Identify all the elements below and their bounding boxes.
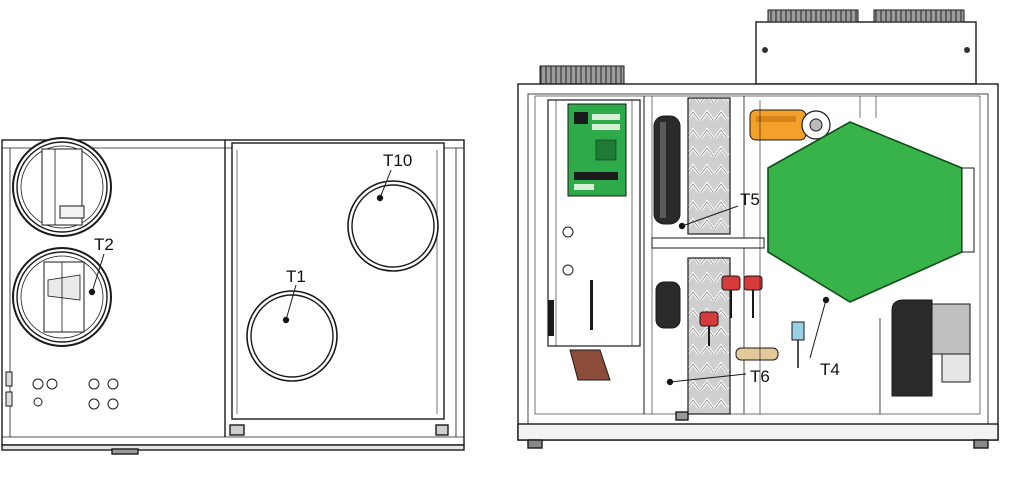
fan-housing xyxy=(879,299,971,414)
evaporator-coil-upper xyxy=(687,97,731,235)
left-unit-view xyxy=(1,137,465,455)
label-t6: T6 xyxy=(750,367,770,386)
lower-duct-collar xyxy=(12,247,112,347)
left-unit-access-panel xyxy=(231,142,445,420)
receiver-upper xyxy=(653,115,681,225)
label-t4: T4 xyxy=(820,360,840,379)
label-t5: T5 xyxy=(740,190,760,209)
pressure-switch xyxy=(791,321,805,341)
left-unit-base-rail xyxy=(1,444,465,451)
label-t2: T2 xyxy=(94,235,114,254)
label-t10: T10 xyxy=(383,151,412,170)
left-unit-connection-holes xyxy=(5,371,119,410)
upper-duct-collar xyxy=(12,137,112,237)
right-unit-view xyxy=(517,9,999,449)
top-duct-box xyxy=(755,21,977,85)
left-top-spigot xyxy=(539,65,625,85)
fan-motor xyxy=(749,109,831,141)
label-t1: T1 xyxy=(286,267,306,286)
filter-dryer xyxy=(655,281,681,329)
expansion-valves xyxy=(699,275,763,346)
sight-glass xyxy=(735,347,779,361)
duct-collar-t1 xyxy=(246,290,338,382)
duct-collar-t10 xyxy=(347,180,439,272)
